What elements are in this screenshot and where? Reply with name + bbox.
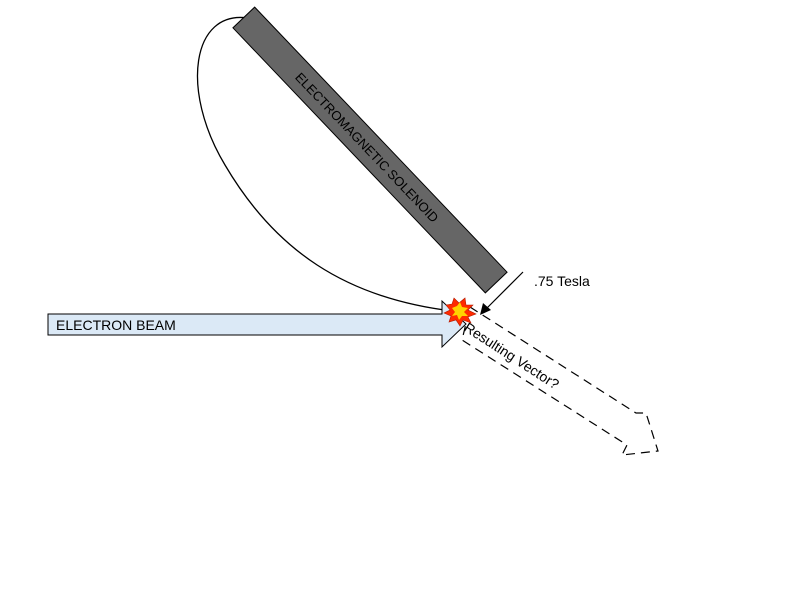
collision-burst-core <box>452 302 468 320</box>
solenoid-bar <box>232 6 508 294</box>
solenoid-group: ELECTROMAGNETIC SOLENOID <box>232 6 508 294</box>
field-pointer-arrowhead <box>480 303 491 315</box>
electron-beam-arrow <box>47 299 467 349</box>
electron-beam-label: ELECTRON BEAM <box>56 317 176 333</box>
solenoid-label: ELECTROMAGNETIC SOLENOID <box>292 70 441 226</box>
field-strength-label: .75 Tesla <box>534 273 590 289</box>
resulting-vector-arrow <box>461 306 659 456</box>
magnetic-field-loop <box>196 16 453 312</box>
field-pointer-line <box>485 271 524 310</box>
